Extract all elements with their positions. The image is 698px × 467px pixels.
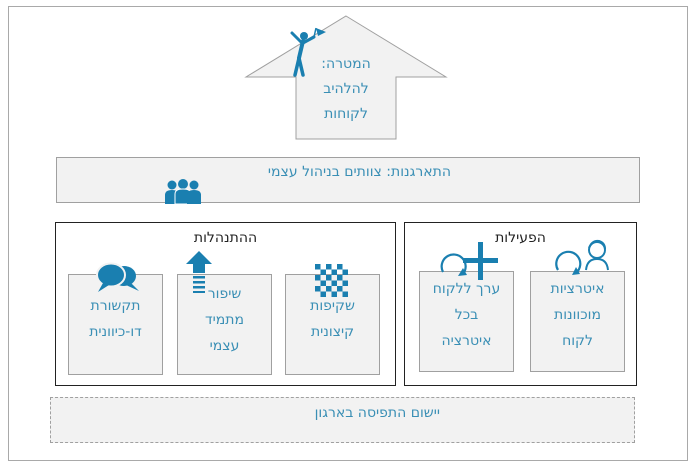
- conduct-title: ההתנהלות: [193, 230, 258, 246]
- card-iterations: [530, 271, 625, 372]
- transparency-line-1: שקיפות: [310, 298, 355, 314]
- up-arrow-icon: [186, 251, 212, 293]
- value-line-1: ערך ללקוח: [432, 281, 501, 297]
- card-value: [419, 271, 514, 372]
- value-text: ערך ללקוח בכל איטרציה: [419, 276, 514, 354]
- improvement-line-2: מתמיד: [205, 312, 244, 328]
- speech-bubbles-icon: [96, 262, 139, 292]
- team-icon: [165, 179, 201, 205]
- value-line-2: בכל: [454, 307, 479, 323]
- plus-cycle-icon: [440, 242, 498, 280]
- communication-line-2: דו-כיוונית: [89, 324, 142, 340]
- iterations-line-1: איטרציות: [550, 281, 605, 297]
- communication-text: תקשורת דו-כיוונית: [68, 293, 163, 345]
- improvement-line-3: עצמי: [209, 338, 240, 354]
- iterations-line-2: מוכוונות: [554, 307, 601, 323]
- transparency-line-2: קיצונית: [310, 324, 355, 340]
- card-improvement: [177, 274, 272, 375]
- goal-text: המטרה: להלהיב לקוחות: [296, 52, 396, 127]
- operation-title: הפעילות: [495, 230, 546, 246]
- checkerboard-icon: [315, 264, 348, 297]
- value-line-3: איטרציה: [441, 333, 492, 349]
- goal-line-2: לקוחות: [324, 106, 368, 122]
- customer-cycle-icon: [555, 239, 609, 275]
- iterations-line-3: לקוח: [562, 333, 593, 349]
- organization-text: התארגנות: צוותים בניהול עצמי: [267, 164, 451, 180]
- organization-bar: [56, 157, 640, 203]
- improvement-line-1: שיפור: [207, 286, 242, 302]
- communication-line-1: תקשורת: [90, 298, 141, 314]
- iterations-text: איטרציות מוכוונות לקוח: [530, 276, 625, 354]
- celebrating-person-icon: [290, 27, 326, 77]
- transparency-text: שקיפות קיצונית: [285, 293, 380, 345]
- diagram-frame: [8, 6, 688, 461]
- implementation-text: יישום התפיסה בארגון: [314, 405, 440, 421]
- goal-line-1: להלהיב: [323, 81, 369, 97]
- implementation-bar: [50, 397, 635, 443]
- improvement-text: שיפור מתמיד עצמי: [177, 281, 272, 359]
- goal-label: המטרה:: [321, 56, 371, 72]
